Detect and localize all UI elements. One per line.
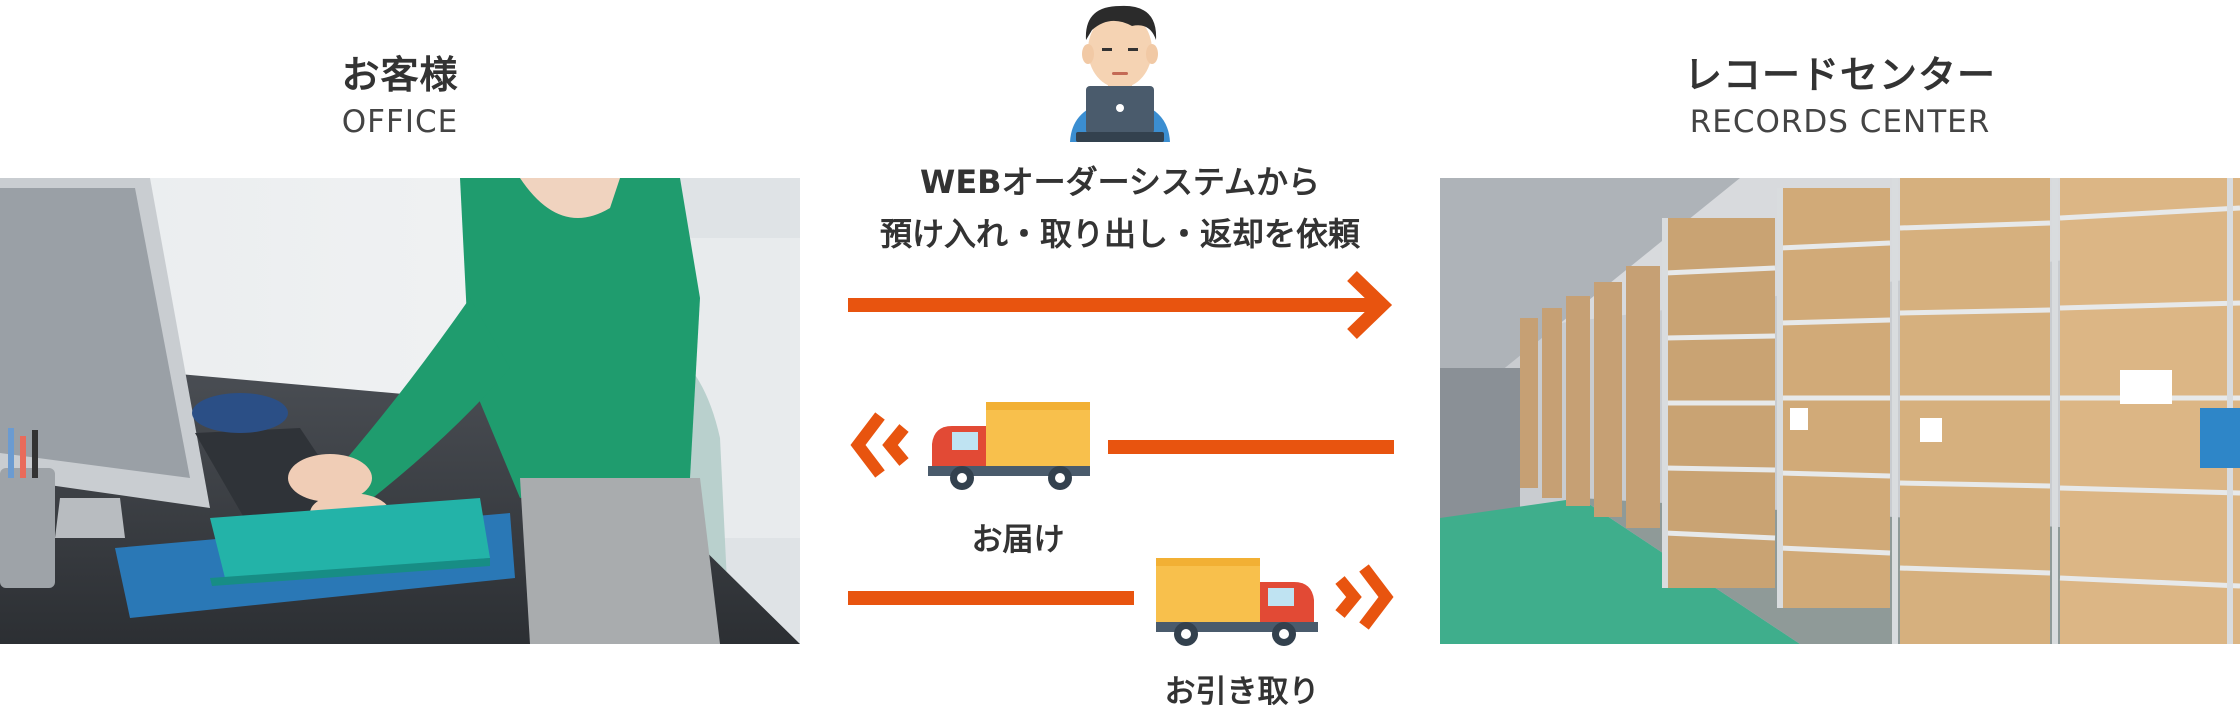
pickup-truck-icon [1156,556,1318,646]
order-message: WEBオーダーシステムから 預け入れ・取り出し・返却を依頼 [840,156,1400,260]
arrow-right-icon [848,270,1393,340]
order-message-line2: 預け入れ・取り出し・返却を依頼 [879,215,1360,253]
pickup-label: お引き取り [1164,674,1320,710]
double-chevron-right-icon [1332,562,1394,632]
pickup-line [848,591,1134,605]
double-chevron-left-icon [850,410,912,480]
client-subtitle: OFFICE [341,104,459,140]
delivery-truck-icon [928,400,1090,490]
warehouse-photo [1440,178,2240,644]
delivery-label: お届け [971,522,1065,558]
center-subtitle: RECORDS CENTER [1689,104,1991,140]
delivery-line [1108,440,1394,454]
order-message-line1: WEBオーダーシステムから [920,163,1320,201]
client-title: お客様 [341,53,459,97]
center-title: レコードセンター [1683,53,1996,97]
order-arrow [848,270,1394,340]
office-photo [0,178,800,644]
user-laptop-icon [1062,0,1178,142]
